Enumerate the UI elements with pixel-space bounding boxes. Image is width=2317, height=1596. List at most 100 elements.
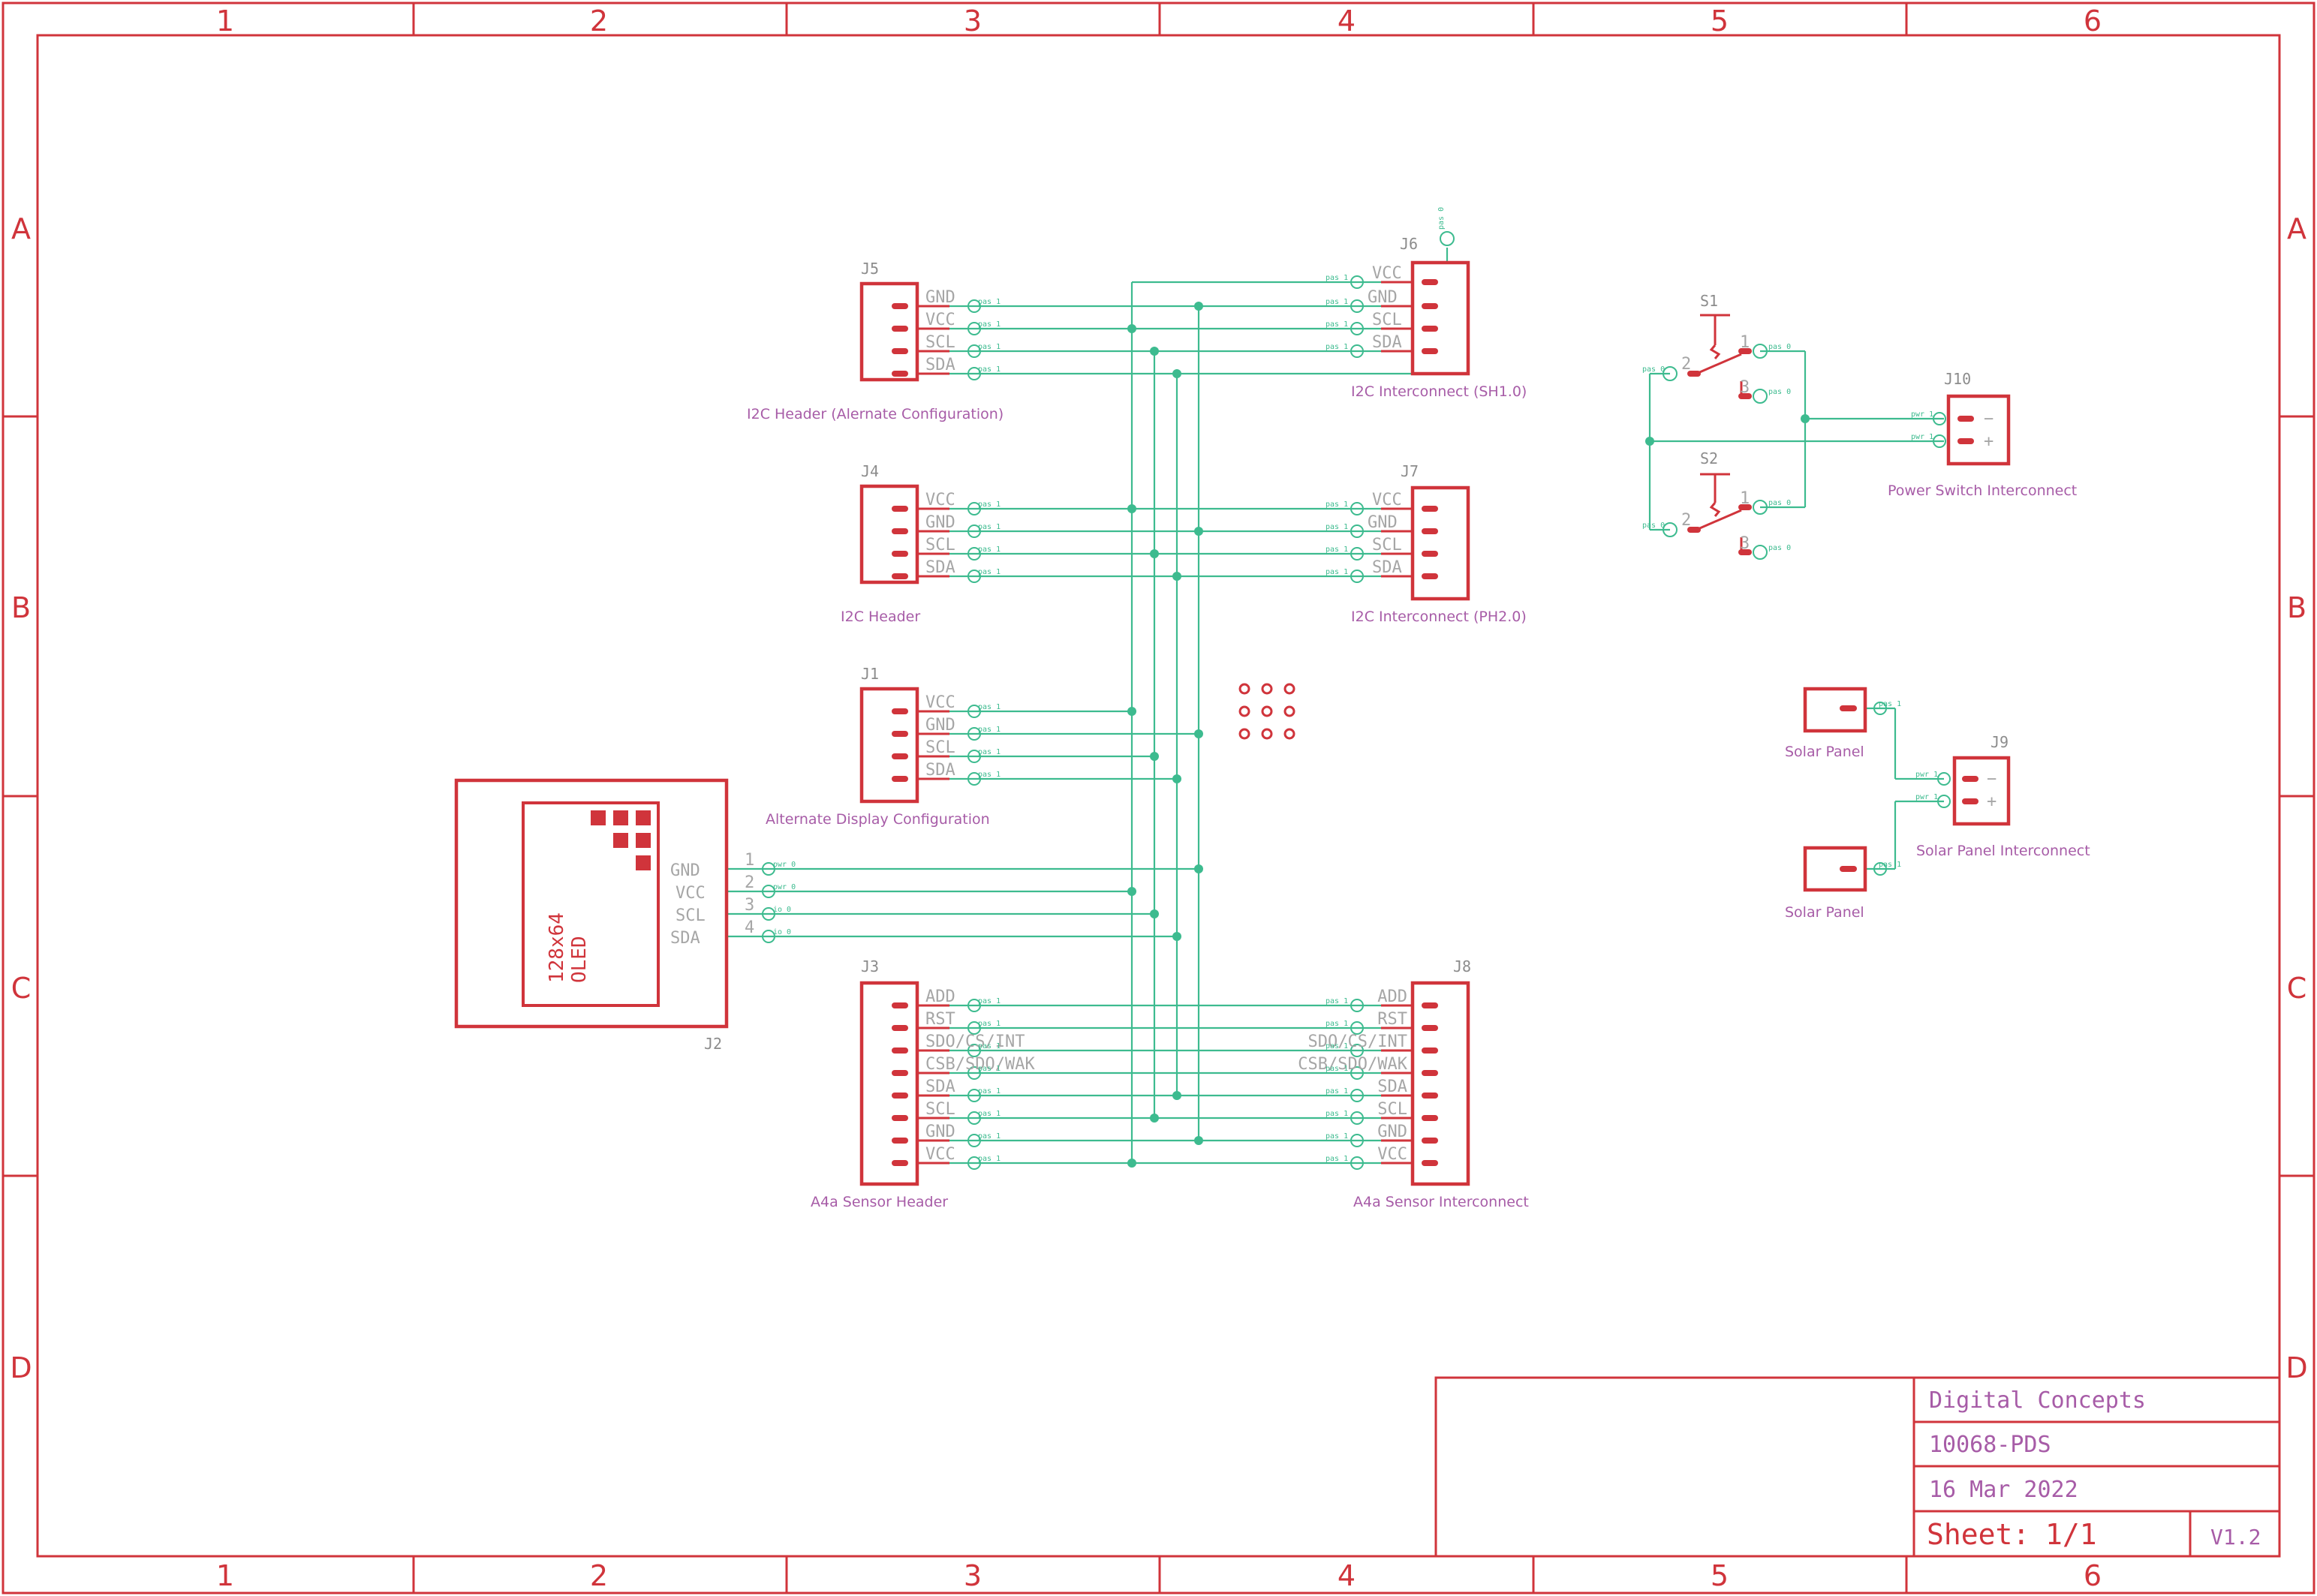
solar-panel-1-value: Solar Panel	[1785, 744, 1864, 760]
j5-pin-1-label: GND	[925, 288, 955, 307]
zone-col-6-top: 6	[2084, 5, 2102, 38]
j8-pin-8-type: pas 1	[1326, 1155, 1348, 1163]
j10-value: Power Switch Interconnect	[1888, 482, 2077, 499]
s1-pin-3-type: pas 0	[1768, 388, 1791, 396]
j1-pin-3-type: pas 1	[978, 748, 1001, 756]
s1-ref: S1	[1700, 292, 1718, 310]
zone-col-4-top: 4	[1338, 5, 1356, 38]
j3-pin-2-label: RST	[925, 1010, 955, 1029]
j3-pin-3-type: pas 1	[978, 1042, 1001, 1050]
solar-panel-2[interactable]: pas 1 Solar Panel	[1785, 846, 1901, 921]
mounting-holes	[1238, 683, 1295, 740]
j8-pin-4-type: pas 1	[1326, 1065, 1348, 1073]
connector-j5[interactable]: GND VCC SCL SDA pas 1 pas 1 pas 1 pas 1 …	[747, 260, 1004, 422]
j2-pin-3-number: 3	[745, 896, 754, 915]
j3-pin-8-label: VCC	[925, 1145, 955, 1164]
s2-pin-2-type: pas 0	[1642, 521, 1665, 530]
connector-j8[interactable]: ADD RST SDO/CS/INT CSB/SDO/WAK SDA SCL G…	[1298, 957, 1529, 1210]
j8-pin-7-label: GND	[1377, 1123, 1407, 1141]
zone-row-a-right: A	[2287, 212, 2306, 245]
connector-j10[interactable]: − + pwr 1 pwr 1 J10 Power Switch Interco…	[1888, 370, 2077, 499]
zone-col-2-bottom: 2	[590, 1559, 608, 1592]
j3-pin-5-type: pas 1	[978, 1087, 1001, 1096]
j10-ref: J10	[1944, 370, 1971, 388]
j3-pin-4-label: CSB/SDO/WAK	[925, 1055, 1035, 1074]
j9-pin-2-label: +	[1987, 792, 1997, 811]
j3-pin-7-type: pas 1	[978, 1132, 1001, 1141]
j6-value: I2C Interconnect (SH1.0)	[1351, 383, 1527, 400]
zone-col-4-bottom: 4	[1338, 1559, 1356, 1592]
j5-pin-4-type: pas 1	[978, 365, 1001, 374]
j1-pin-3-label: SCL	[925, 738, 955, 757]
j5-value: I2C Header (Alernate Configuration)	[747, 406, 1004, 422]
j8-pin-6-label: SCL	[1377, 1100, 1407, 1119]
connector-j7[interactable]: VCC GND SCL SDA pas 1 pas 1 pas 1 pas 1 …	[1326, 462, 1527, 625]
j9-pin-1-type: pwr 1	[1915, 771, 1938, 779]
connector-j9[interactable]: − + pwr 1 pwr 1 J9 Solar Panel Interconn…	[1915, 733, 2090, 859]
s1-pin-2-type: pas 0	[1642, 365, 1665, 374]
j3-pin-8-type: pas 1	[978, 1155, 1001, 1163]
j3-pin-2-type: pas 1	[978, 1020, 1001, 1028]
j5-ref: J5	[861, 260, 879, 278]
connector-j1[interactable]: VCC GND SCL SDA pas 1 pas 1 pas 1 pas 1 …	[766, 665, 1001, 828]
j4-pin-3-label: SCL	[925, 536, 955, 555]
connector-j3[interactable]: ADD RST SDO/CS/INT CSB/SDO/WAK SDA SCL G…	[811, 957, 1035, 1210]
s2-pin-3-type: pas 0	[1768, 544, 1791, 552]
j2-ref: J2	[704, 1035, 722, 1053]
j8-pin-2-label: RST	[1377, 1010, 1407, 1029]
j10-pin-2-label: +	[1984, 432, 1994, 451]
j4-pin-1-label: VCC	[925, 491, 955, 509]
j2-pin-1-type: pwr 0	[773, 861, 796, 869]
j6-pin-4-label: SDA	[1372, 333, 1402, 352]
j6-pin-1-type: pas 1	[1326, 274, 1348, 282]
j6-pin-4-type: pas 1	[1326, 343, 1348, 351]
s2-pin-1-type: pas 0	[1768, 499, 1791, 507]
j9-pin-1-label: −	[1987, 770, 1997, 789]
j8-pin-5-label: SDA	[1377, 1078, 1407, 1096]
s1-pin-1-number: 1	[1740, 333, 1750, 352]
j8-pin-2-type: pas 1	[1326, 1020, 1348, 1028]
j6-extra-pin-type: pas 0	[1437, 207, 1446, 230]
j4-pin-1-type: pas 1	[978, 500, 1001, 509]
j3-pin-4-type: pas 1	[978, 1065, 1001, 1073]
j1-pin-2-label: GND	[925, 716, 955, 735]
j2-pin-1-number: 1	[745, 851, 754, 870]
j5-pin-2-type: pas 1	[978, 320, 1001, 329]
switch-s2[interactable]: 2 1 3 pas 0 pas 0 pas 0 S2	[1642, 449, 1791, 560]
j2-pin-2-type: pwr 0	[773, 883, 796, 891]
j1-pin-2-type: pas 1	[978, 726, 1001, 734]
j5-pin-3-label: SCL	[925, 333, 955, 352]
j4-pin-2-type: pas 1	[978, 523, 1001, 531]
j7-pin-1-label: VCC	[1372, 491, 1402, 509]
connector-j6[interactable]: pas 0 VCC GND SCL SDA pas 1 pas 1 pas 1 …	[1326, 207, 1527, 400]
j1-pin-4-type: pas 1	[978, 771, 1001, 779]
j3-pin-1-label: ADD	[925, 987, 955, 1006]
solar-panel-1[interactable]: pas 1 Solar Panel	[1785, 687, 1901, 760]
version-label: V1.2	[2210, 1525, 2261, 1549]
zone-row-d-right: D	[2285, 1351, 2307, 1384]
j5-pin-3-type: pas 1	[978, 343, 1001, 351]
j6-pin-3-label: SCL	[1372, 311, 1402, 329]
s1-pin-3-number: 3	[1740, 378, 1750, 397]
connector-j4[interactable]: VCC GND SCL SDA pas 1 pas 1 pas 1 pas 1 …	[841, 462, 1001, 625]
nets	[727, 248, 1944, 1165]
j1-pin-1-type: pas 1	[978, 703, 1001, 711]
j3-pin-7-label: GND	[925, 1123, 955, 1141]
j3-pin-5-label: SDA	[925, 1078, 955, 1096]
j7-pin-1-type: pas 1	[1326, 500, 1348, 509]
j7-ref: J7	[1401, 462, 1419, 480]
switch-s1[interactable]: 2 1 3 pas 0 pas 0 pas 0 S1	[1642, 292, 1791, 404]
oled-display-j2[interactable]: 128x64 OLED GND VCC SCL SDA 1 2 3 4 pwr …	[454, 778, 796, 1053]
j3-pin-6-type: pas 1	[978, 1110, 1001, 1118]
zone-col-3-bottom: 3	[964, 1559, 982, 1592]
j7-pin-3-type: pas 1	[1326, 546, 1348, 554]
j5-pin-2-label: VCC	[925, 311, 955, 329]
part-number: 10068-PDS	[1929, 1432, 2051, 1458]
j9-value: Solar Panel Interconnect	[1916, 843, 2090, 859]
j8-pin-8-label: VCC	[1377, 1145, 1407, 1164]
j2-pin-4-number: 4	[745, 918, 754, 937]
j8-pin-1-label: ADD	[1377, 987, 1407, 1006]
solar-panel-1-pin-type: pas 1	[1879, 700, 1901, 708]
j2-pin-3-label: SCL	[676, 906, 706, 925]
